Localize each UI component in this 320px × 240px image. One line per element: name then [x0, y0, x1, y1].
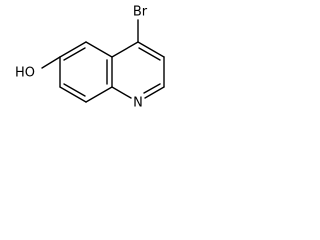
chemical-structure-diagram: Br HO N — [15, 5, 165, 111]
bond-c7-c8 — [59, 86, 87, 103]
bond-c6-o — [41, 56, 61, 69]
hydroxyl-label: HO — [15, 66, 35, 81]
bond-c4a-c5 — [85, 41, 113, 58]
bond-c2-n1-double — [143, 83, 161, 94]
bond-c5-c6-double — [63, 47, 86, 61]
bond-c7-c8-double — [63, 83, 86, 97]
bond-c2-n1 — [144, 86, 165, 99]
bond-c8-c8a — [85, 86, 113, 103]
nitrogen-label: N — [133, 96, 143, 111]
bond-c4a-c4 — [111, 41, 139, 58]
bond-c4-c3 — [137, 41, 165, 58]
bond-c4-c3-double — [138, 47, 161, 61]
bond-n1-c8a — [111, 86, 132, 99]
bromine-label: Br — [133, 5, 148, 20]
bond-c5-c6 — [59, 41, 87, 58]
